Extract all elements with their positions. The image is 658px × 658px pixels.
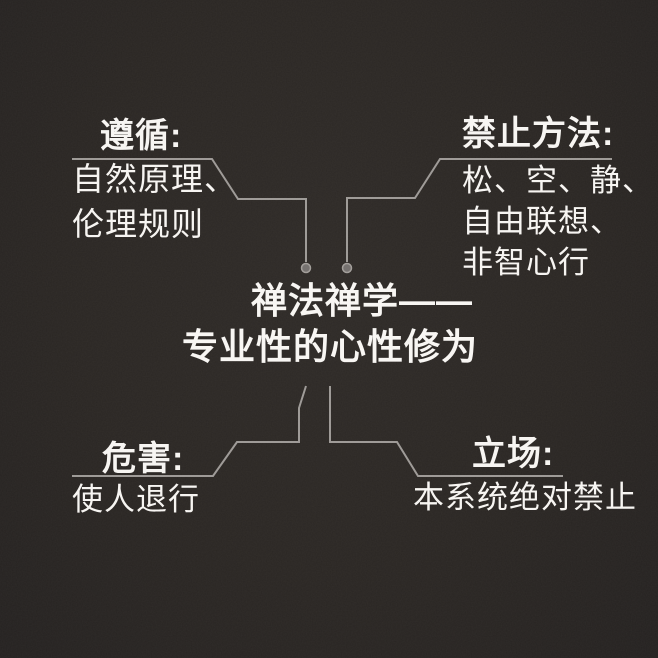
- branch-forbidden-methods-line1: 松、空、静、: [462, 163, 654, 198]
- branch-forbidden-methods-line2: 自由联想、: [462, 204, 622, 239]
- branch-stance-label: 立场:: [472, 435, 555, 473]
- branch-stance-body: 本系统绝对禁止: [413, 478, 637, 518]
- center-topic-line2: 专业性的心性修为: [181, 326, 478, 367]
- connector-dot-left: [300, 262, 312, 274]
- branch-forbidden-methods-body: 松、空、静、 自由联想、 非智心行: [462, 160, 654, 283]
- center-topic: 禅法禅学—— 专业性的心性修为: [150, 278, 510, 370]
- center-topic-line1: 禅法禅学——: [250, 280, 473, 321]
- branch-forbidden-methods-line3: 非智心行: [462, 245, 590, 280]
- branch-stance-line1: 本系统绝对禁止: [413, 480, 637, 515]
- branch-harm-line1: 使人退行: [72, 482, 200, 517]
- branch-harm-label: 危害:: [102, 440, 185, 478]
- branch-follow-line2: 伦理规则: [72, 206, 205, 242]
- branch-follow-line1: 自然原理、: [72, 161, 238, 197]
- branch-forbidden-methods-label: 禁止方法:: [462, 115, 615, 153]
- branch-follow-label: 遵循:: [100, 117, 183, 155]
- branch-harm-body: 使人退行: [72, 480, 200, 520]
- branch-follow-body: 自然原理、 伦理规则: [72, 157, 237, 247]
- connector-dot-right: [341, 262, 353, 274]
